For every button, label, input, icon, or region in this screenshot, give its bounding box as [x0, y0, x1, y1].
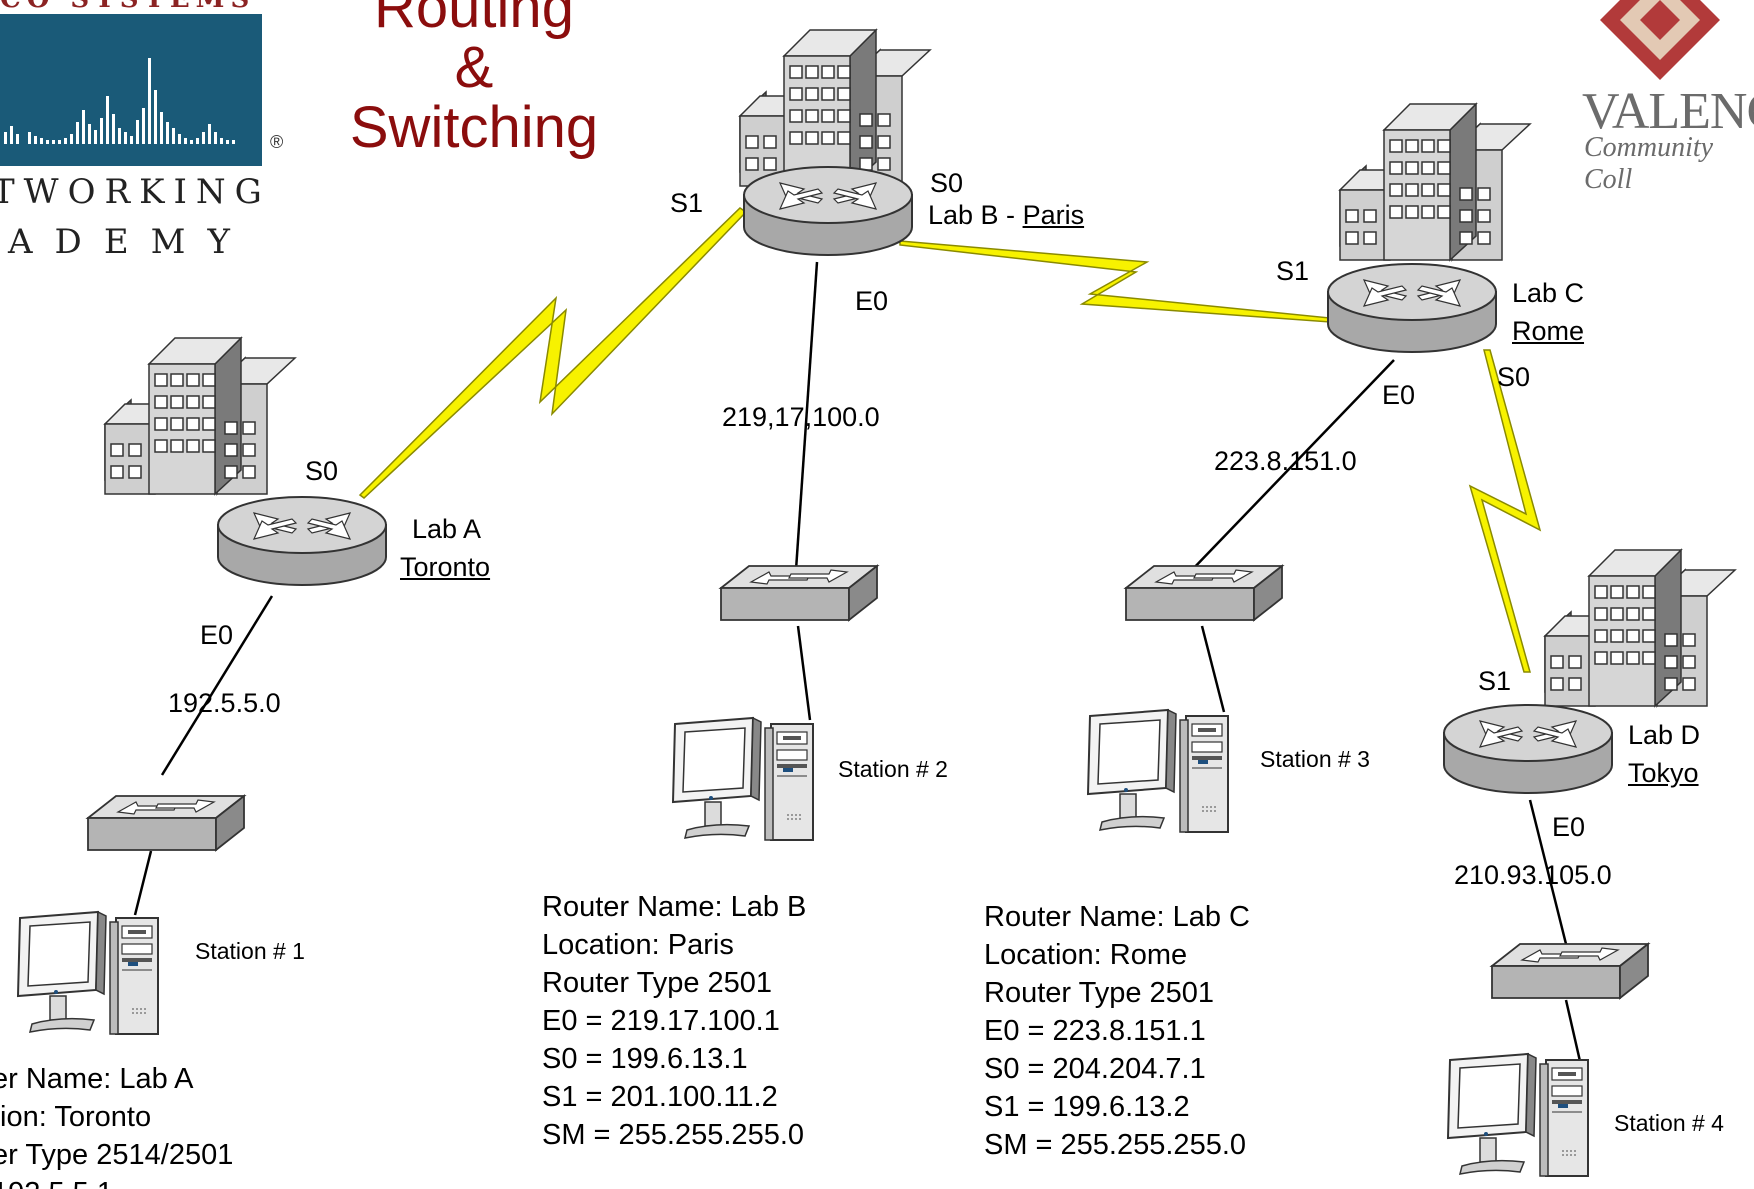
lab-a-name: Lab A	[412, 514, 482, 544]
info-c-line-1: Router Name: Lab C	[984, 901, 1250, 933]
router-lab-a-icon	[217, 496, 387, 586]
station-4-icon	[1447, 1053, 1589, 1177]
info-b-line-1: Router Name: Lab B	[542, 891, 807, 923]
info-b-line-3: Router Type 2501	[542, 967, 773, 999]
network-c-label: 223.8.151.0	[1214, 446, 1357, 476]
station-4-label: Station # 4	[1614, 1110, 1724, 1136]
info-c-line-7: SM = 255.255.255.0	[984, 1129, 1247, 1161]
link-d-station4	[1564, 999, 1584, 1071]
info-a-line-3: er Type 2514/2501	[0, 1139, 234, 1171]
serial-link-b-c	[899, 240, 1331, 323]
info-b-line-2: Location: Paris	[542, 929, 734, 961]
lab-b-e0-label: E0	[855, 286, 889, 316]
logo-college-text: Community Coll	[1584, 132, 1714, 195]
info-a-line-1: er Name: Lab A	[0, 1063, 194, 1095]
ethernet-links	[133, 261, 1584, 1071]
lab-b-name: Lab B - Paris	[928, 200, 1085, 230]
cisco-academy-logo: CO SYSTEMS	[0, 0, 300, 262]
router-info-lab-c: Router Name: Lab C Location: Rome Router…	[984, 898, 1250, 1164]
lab-a-city: Toronto	[400, 552, 491, 582]
lab-c-e0-label: E0	[1382, 380, 1416, 410]
lab-c-s0-label: S0	[1497, 362, 1531, 392]
lab-c-name: Lab C	[1512, 278, 1585, 308]
serial-link-a-b	[358, 207, 748, 499]
station-1-label: Station # 1	[195, 938, 305, 964]
info-c-line-6: S1 = 199.6.13.2	[984, 1091, 1190, 1123]
info-b-line-7: SM = 255.255.255.0	[542, 1119, 805, 1151]
building-lab-b-icon	[739, 29, 931, 187]
lab-c-city: Rome	[1512, 316, 1585, 346]
lab-c-s1-label: S1	[1276, 256, 1310, 286]
network-a-label: 192.5.5.0	[168, 688, 281, 718]
router-lab-b-icon	[743, 166, 913, 256]
info-b-line-6: S1 = 201.100.11.2	[542, 1081, 778, 1113]
serial-link-c-d	[1468, 349, 1542, 673]
network-d-label: 210.93.105.0	[1454, 860, 1612, 890]
network-b-label: 219,17,100.0	[722, 402, 880, 432]
title-line-3: Switching	[349, 95, 599, 160]
switch-lab-b-icon	[720, 565, 878, 621]
station-2-icon	[672, 717, 814, 841]
link-a-station1	[133, 850, 153, 916]
router-lab-d-icon	[1443, 704, 1613, 794]
link-d-e0	[1528, 799, 1568, 945]
router-info-lab-a: er Name: Lab A tion: Toronto er Type 251…	[0, 1060, 233, 1189]
valencia-diamond-icon	[1600, 0, 1720, 80]
station-2-label: Station # 2	[838, 756, 948, 782]
info-b-line-5: S0 = 199.6.13.1	[542, 1043, 748, 1075]
link-a-e0	[160, 595, 274, 776]
logo-top-text: CO SYSTEMS	[0, 0, 255, 14]
station-3-icon	[1087, 709, 1229, 833]
lab-a-s0-label: S0	[305, 456, 339, 486]
info-a-line-4: 192.5.5.1	[0, 1174, 233, 1189]
info-c-line-4: E0 = 223.8.151.1	[984, 1015, 1206, 1047]
info-c-line-2: Location: Rome	[984, 939, 1188, 971]
building-lab-d-icon	[1544, 549, 1736, 707]
building-lab-a-icon	[104, 337, 296, 495]
info-a-line-2: tion: Toronto	[0, 1101, 152, 1133]
switch-lab-c-icon	[1125, 565, 1283, 621]
link-c-station3	[1200, 625, 1226, 713]
switch-lab-a-icon	[87, 795, 245, 851]
logo-band	[0, 14, 262, 166]
registered-mark: ®	[270, 132, 284, 152]
link-c-e0	[1189, 359, 1395, 573]
router-lab-c-icon	[1327, 263, 1497, 353]
building-lab-c-icon	[1339, 103, 1531, 261]
lab-b-s1-label: S1	[670, 188, 704, 218]
logo-networking-text: TWORKING	[0, 172, 271, 212]
lab-b-s0-label: S0	[930, 168, 964, 198]
lab-d-city: Tokyo	[1628, 758, 1699, 788]
title-line-2: &	[454, 35, 494, 100]
info-c-line-3: Router Type 2501	[984, 977, 1215, 1009]
lab-d-e0-label: E0	[1552, 812, 1586, 842]
slide-title: Routing & Switching	[324, 0, 624, 158]
title-line-1: Routing	[374, 0, 574, 40]
logo-academy-text: ADEMY	[8, 222, 252, 262]
lab-a-e0-label: E0	[200, 620, 234, 650]
lab-d-s1-label: S1	[1478, 666, 1512, 696]
router-info-lab-b: Router Name: Lab B Location: Paris Route…	[542, 888, 806, 1154]
switch-lab-d-icon	[1491, 943, 1649, 999]
station-1-icon	[17, 911, 159, 1035]
logo-bars-icon	[4, 58, 235, 144]
station-3-label: Station # 3	[1260, 746, 1370, 772]
lab-d-name: Lab D	[1628, 720, 1701, 750]
link-b-e0	[794, 261, 819, 571]
link-b-station2	[796, 625, 812, 721]
info-c-line-5: S0 = 204.204.7.1	[984, 1053, 1206, 1085]
info-b-line-4: E0 = 219.17.100.1	[542, 1005, 780, 1037]
